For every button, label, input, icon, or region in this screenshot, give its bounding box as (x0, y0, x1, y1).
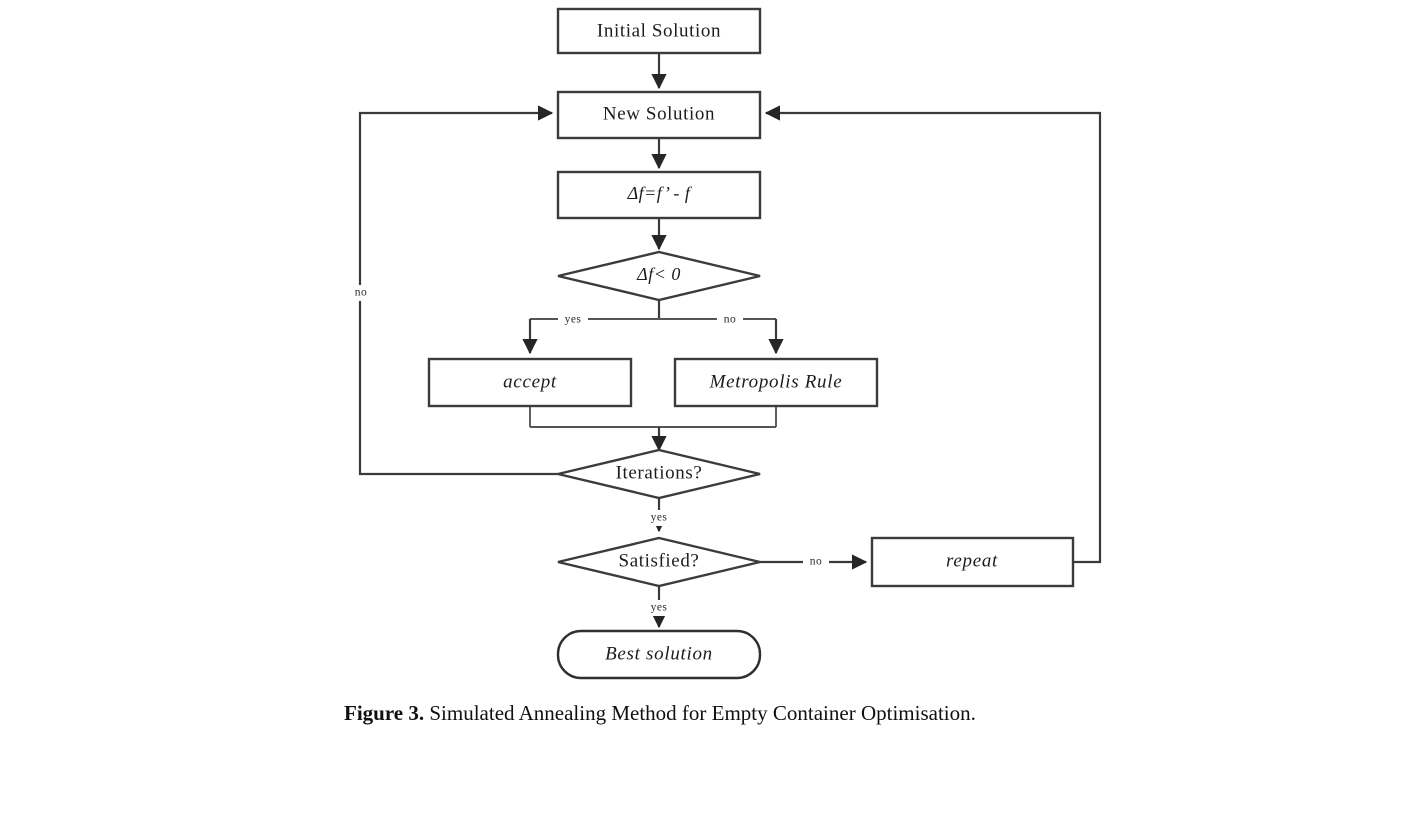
edge-repeat-loop-to-new (764, 105, 1102, 564)
edge-label-bg-no3 (803, 554, 829, 570)
edge-label-bg-yes2 (645, 510, 673, 526)
edge-iterations-no-loop (358, 105, 558, 476)
node-delta-formula-shape (556, 170, 762, 220)
node-initial-solution-label: Initial Solution (597, 20, 721, 41)
node-decision-satisfied[interactable]: Satisfied? (557, 536, 761, 588)
node-decision-iterations-label: Iterations? (616, 462, 703, 483)
figure-caption-label: Figure 3. (344, 701, 425, 725)
node-new-solution-shape (556, 90, 762, 140)
figure-caption-text: Simulated Annealing Method for Empty Con… (424, 701, 976, 725)
node-initial-solution[interactable]: Initial Solution (556, 7, 762, 55)
node-repeat[interactable]: repeat (870, 536, 1075, 588)
node-repeat-label: repeat (946, 550, 998, 571)
figure-caption: Figure 3. Simulated Annealing Method for… (344, 700, 1124, 726)
node-decision-satisfied-label: Satisfied? (619, 550, 700, 571)
node-metropolis-rule-shape (673, 357, 879, 408)
edge-label-satisfied-yes: yes (651, 602, 668, 614)
flowchart-diagram: yes no no yes no yes Initial Solution Ne… (348, 7, 1102, 680)
node-delta-formula[interactable]: Δf=f’ - f (556, 170, 762, 220)
node-delta-formula-label: Δf=f’ - f (627, 183, 693, 203)
edge-label-bg-no2 (348, 285, 374, 301)
node-decision-iterations-shape (557, 448, 761, 500)
node-new-solution[interactable]: New Solution (556, 90, 762, 140)
edge-label-bg-yes3 (645, 600, 673, 616)
node-best-solution-label: Best solution (605, 643, 713, 664)
edge-label-bg-no1 (717, 311, 743, 327)
node-accept[interactable]: accept (427, 357, 633, 408)
node-decision-delta-negative-shape (557, 250, 761, 302)
node-repeat-shape (870, 536, 1075, 588)
node-accept-label: accept (503, 371, 557, 392)
node-metropolis-rule[interactable]: Metropolis Rule (673, 357, 879, 408)
node-new-solution-label: New Solution (603, 103, 715, 124)
node-initial-solution-shape (556, 7, 762, 55)
edge-label-bg-yes1 (558, 311, 588, 327)
node-decision-iterations[interactable]: Iterations? (557, 448, 761, 500)
node-decision-satisfied-shape (557, 536, 761, 588)
node-decision-delta-negative[interactable]: Δf< 0 (557, 250, 761, 302)
node-best-solution[interactable]: Best solution (556, 629, 762, 680)
edge-label-decision-no: no (724, 314, 737, 326)
edge-label-iterations-no: no (355, 287, 368, 299)
node-metropolis-rule-label: Metropolis Rule (709, 371, 843, 392)
edge-label-decision-yes: yes (565, 314, 582, 326)
edge-label-satisfied-no: no (810, 556, 823, 568)
node-decision-delta-negative-label: Δf< 0 (636, 264, 681, 284)
node-accept-shape (427, 357, 633, 408)
edge-label-iterations-yes: yes (651, 512, 668, 524)
node-best-solution-shape (556, 629, 762, 680)
